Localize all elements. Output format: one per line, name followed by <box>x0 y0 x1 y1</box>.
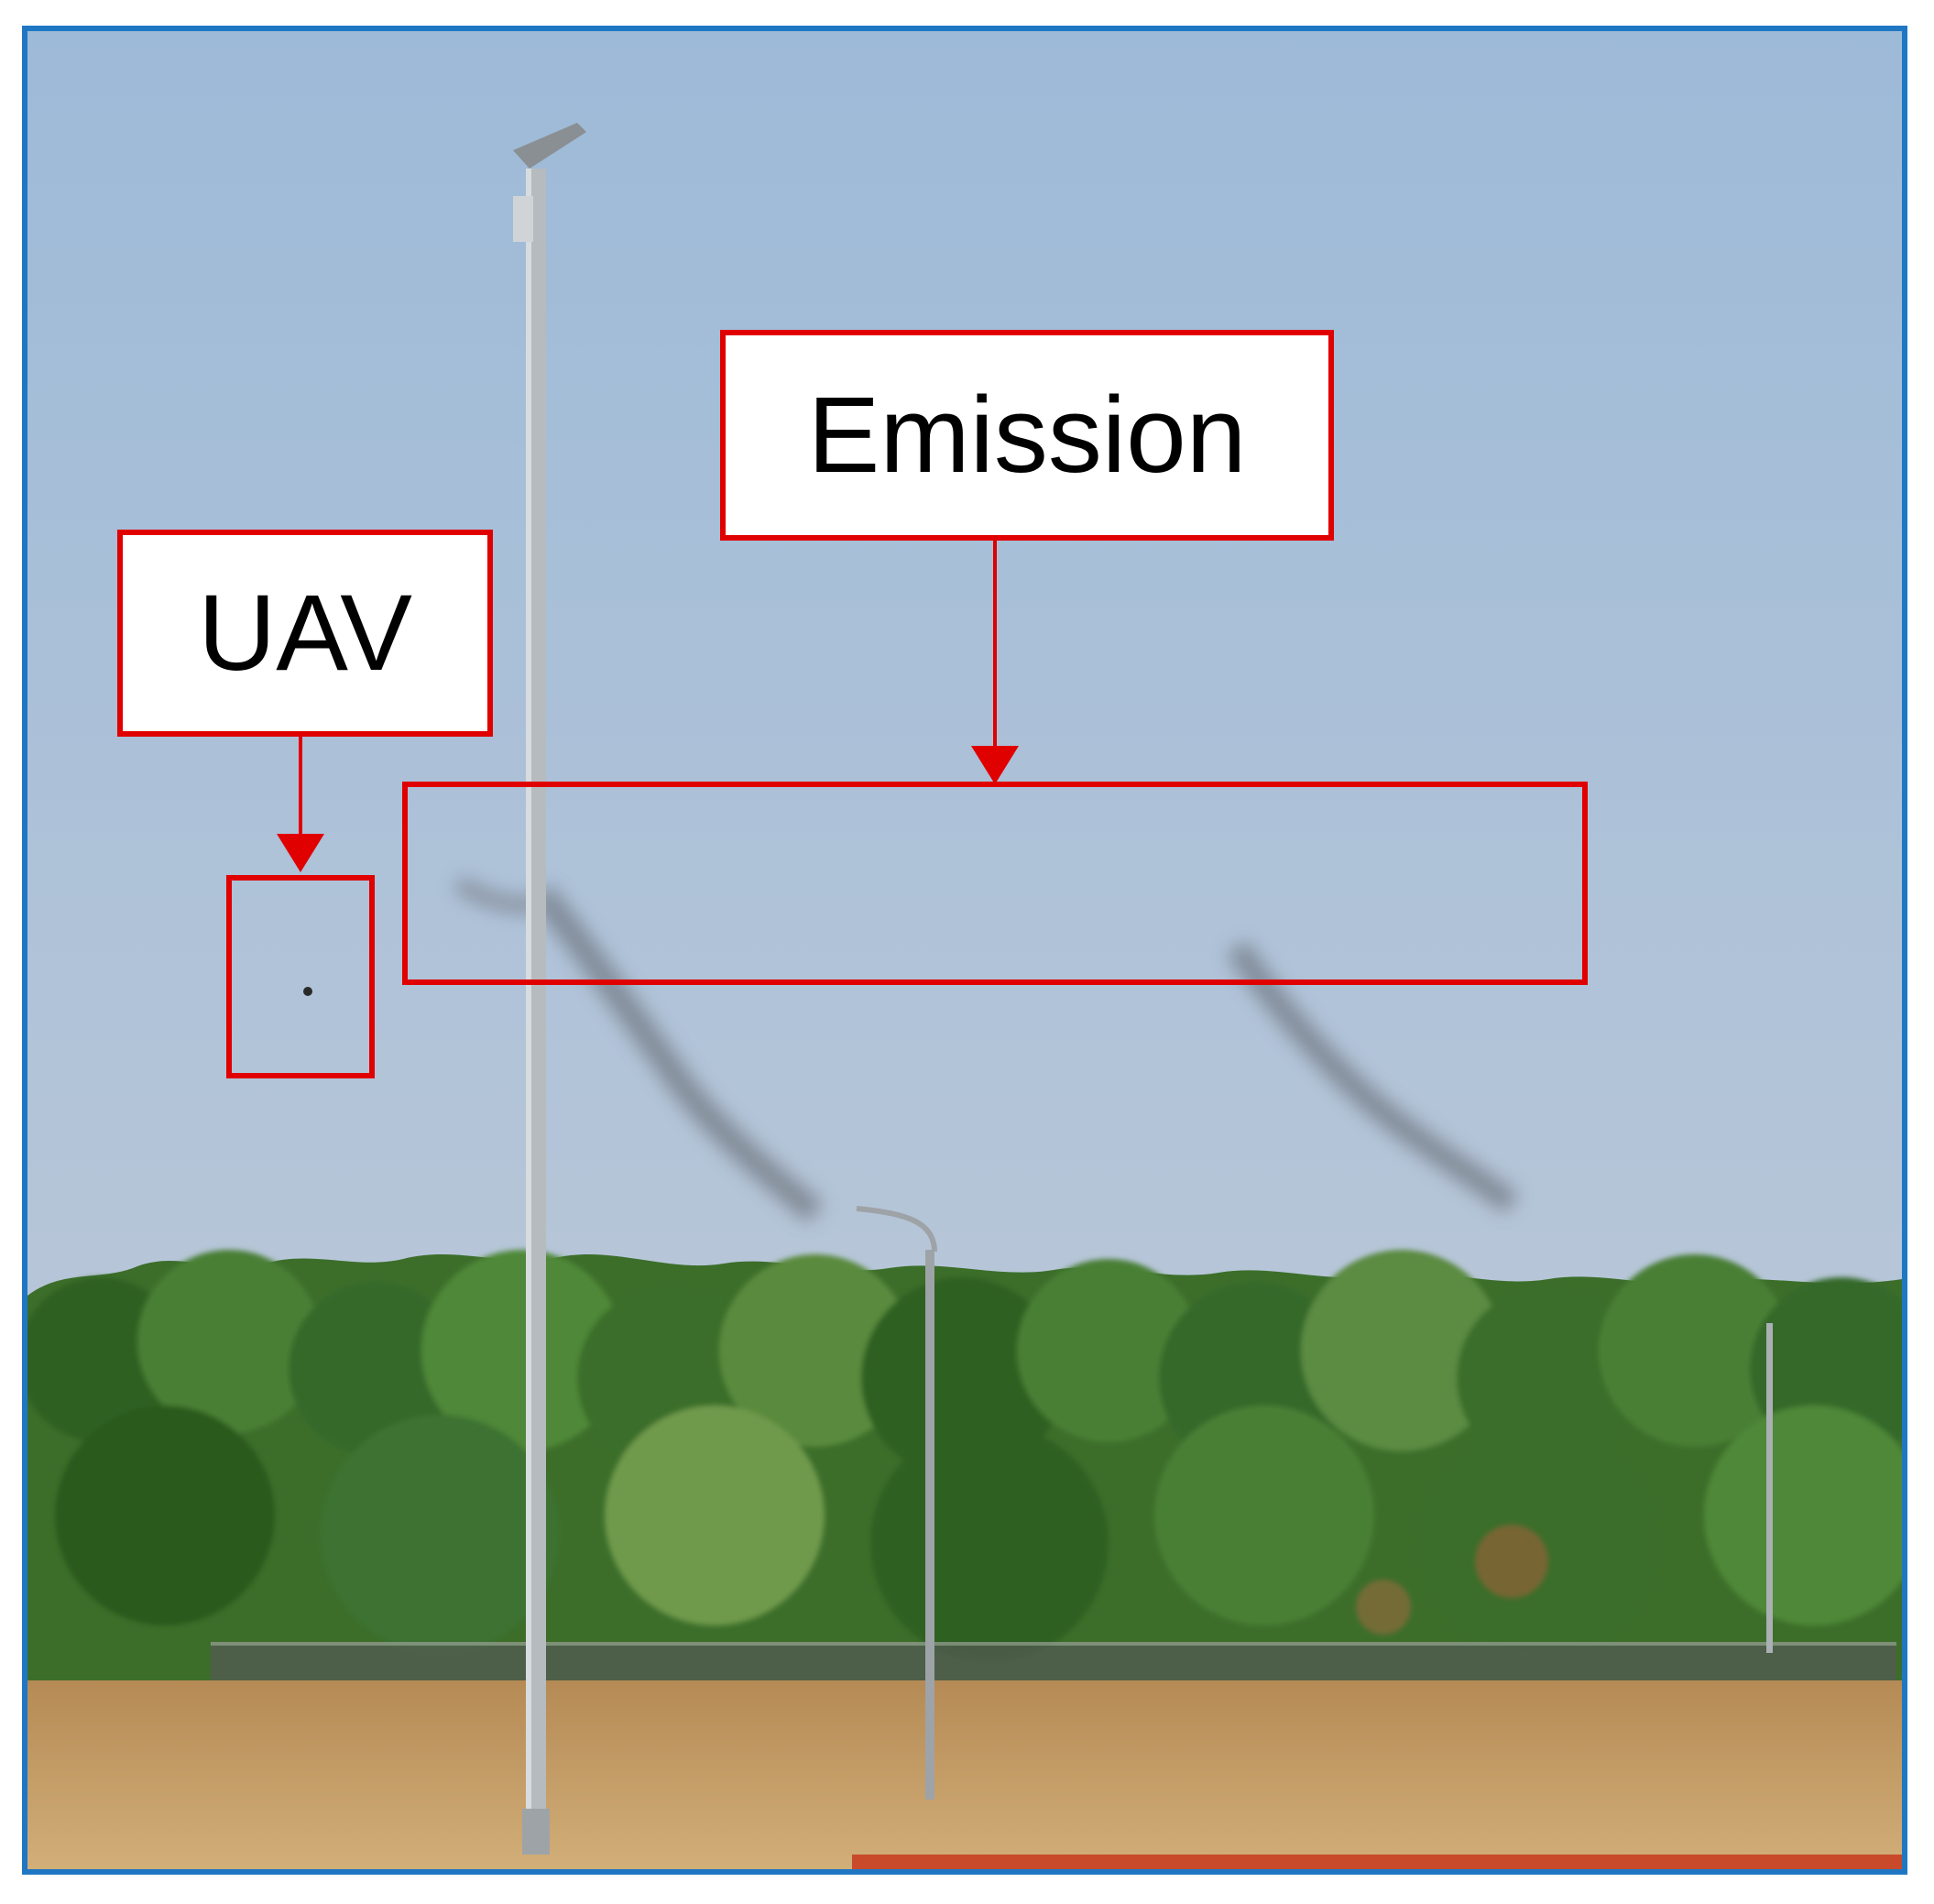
grass-field <box>27 1680 1902 1869</box>
uav-label-text: UAV <box>198 573 412 694</box>
uav-label: UAV <box>117 530 493 737</box>
emission-label: Emission <box>720 330 1334 541</box>
emission-arrow <box>971 517 1019 784</box>
figure-frame: Emission UAV <box>22 26 1907 1875</box>
photo-scene <box>27 31 1902 1869</box>
uav-region-box <box>226 875 375 1078</box>
tree-line <box>27 1250 1902 1754</box>
light-pole <box>513 123 586 1855</box>
emission-label-text: Emission <box>807 375 1247 496</box>
uav-dot <box>303 987 312 996</box>
street-light <box>856 1206 937 1800</box>
distant-pole <box>1766 1323 1773 1653</box>
red-track <box>852 1855 1902 1869</box>
